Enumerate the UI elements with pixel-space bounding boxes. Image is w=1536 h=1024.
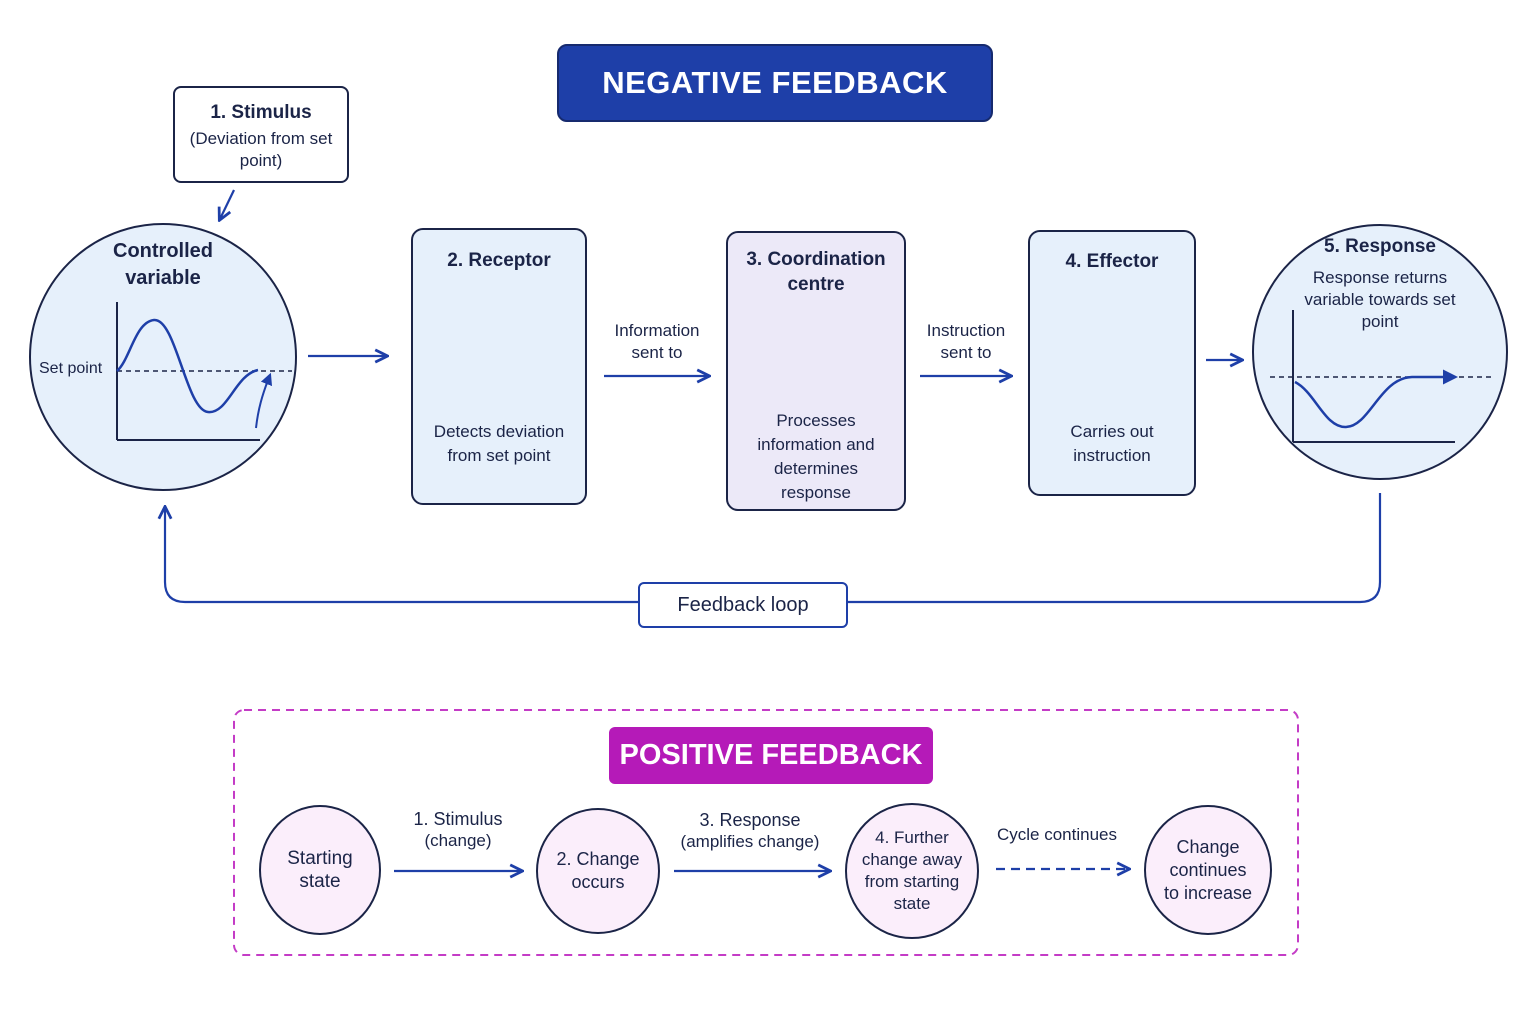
pos-node-label: Change continues to increase	[1163, 836, 1253, 903]
coordination-centre-title: 3. Coordination centre	[746, 249, 886, 295]
damped-return-graph	[1270, 310, 1494, 443]
receptor-title: 2. Receptor	[447, 250, 551, 271]
response-circle	[1252, 224, 1508, 480]
pos-node-further-change: 4. Further change away from starting sta…	[845, 803, 979, 939]
stimulus-arrow	[220, 189, 235, 219]
pos-node-label: 4. Further change away from starting sta…	[861, 828, 963, 913]
receptor-card: 2. Receptor Detects deviation from set p…	[411, 228, 587, 505]
positive-feedback-container	[233, 709, 1299, 956]
pos-arrow-subtitle: (change)	[424, 831, 492, 850]
instruction-arrow-label: Instruction sent to	[926, 321, 1006, 362]
pos-arrow-subtitle: (amplifies change)	[680, 832, 820, 851]
pos-node-continues: Change continues to increase	[1144, 805, 1272, 935]
pos-node-starting-state: Starting state	[259, 805, 381, 935]
pos-arrow-label-response: 3. Response (amplifies change)	[672, 809, 828, 853]
coordination-centre-description: Processes information and determines res…	[757, 411, 875, 502]
coordination-centre-card: 3. Coordination centre Processes informa…	[726, 231, 906, 511]
effector-title: 4. Effector	[1065, 251, 1159, 272]
controlled-variable-circle	[29, 223, 297, 491]
response-description: Response returns variable towards set po…	[1304, 268, 1456, 331]
stimulus-box: 1. Stimulus (Deviation from set point)	[173, 86, 349, 183]
receptor-description: Detects deviation from set point	[433, 422, 565, 465]
feedback-loop-label: Feedback loop	[638, 582, 848, 628]
controlled-variable-title: Controlled variable	[113, 240, 213, 289]
set-point-label: Set point	[39, 360, 103, 377]
pos-arrow-title: 3. Response	[699, 810, 801, 830]
positive-feedback-title: POSITIVE FEEDBACK	[609, 727, 933, 784]
pos-arrow-label-stimulus: 1. Stimulus (change)	[393, 808, 523, 852]
response-title: 5. Response	[1324, 236, 1436, 257]
information-arrow-label: Information sent to	[614, 321, 700, 362]
oscillation-graph	[116, 302, 292, 441]
pos-node-label: 2. Change occurs	[556, 849, 640, 892]
pos-node-label: Starting state	[287, 848, 353, 892]
negative-feedback-title: NEGATIVE FEEDBACK	[557, 44, 993, 122]
stimulus-title: 1. Stimulus	[210, 102, 312, 123]
pos-arrow-label-cycle: Cycle continues	[990, 824, 1124, 846]
effector-card: 4. Effector Carries out instruction	[1028, 230, 1196, 496]
pos-arrow-title: Cycle continues	[996, 825, 1117, 844]
stimulus-subtitle: (Deviation from set point)	[189, 129, 333, 170]
effector-description: Carries out instruction	[1070, 422, 1154, 465]
pos-arrow-title: 1. Stimulus	[413, 809, 503, 829]
pos-node-change-occurs: 2. Change occurs	[536, 808, 660, 934]
